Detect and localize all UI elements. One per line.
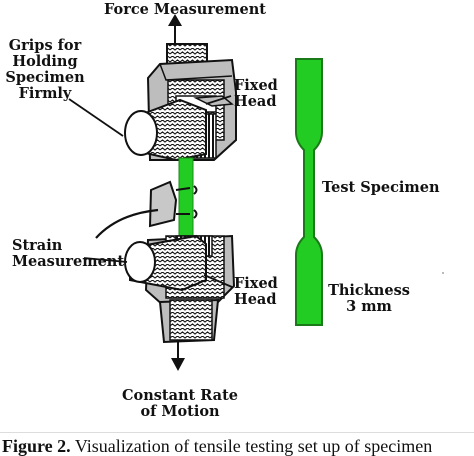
grips-line-3: Specimen bbox=[5, 69, 85, 86]
figure-caption: Figure 2. Visualization of tensile testi… bbox=[2, 436, 432, 456]
thickness-label: Thickness 3 mm bbox=[324, 283, 414, 315]
force-measurement-label: Force Measurement bbox=[104, 1, 266, 18]
fixed-head-bottom-line-1: Fixed bbox=[234, 275, 278, 292]
extensometer bbox=[95, 180, 198, 239]
grips-line-2: Holding bbox=[12, 53, 78, 70]
leader-lines bbox=[68, 95, 233, 288]
fixed-head-top-line-1: Fixed bbox=[234, 77, 278, 94]
fixed-head-bottom-label: Fixed Head bbox=[234, 276, 278, 308]
force-arrow-up bbox=[168, 14, 182, 46]
strain-measurement-label: Strain Measurement bbox=[12, 238, 124, 270]
thickness-line-2: 3 mm bbox=[346, 298, 392, 315]
grips-line-4: Firmly bbox=[18, 85, 72, 102]
figure-caption-text: Visualization of tensile testing set up … bbox=[74, 436, 433, 456]
bottom-shaft bbox=[158, 298, 220, 344]
grips-label: Grips for Holding Specimen Firmly bbox=[2, 38, 88, 102]
strain-line-1: Strain bbox=[12, 237, 63, 254]
lower-grip bbox=[124, 234, 236, 308]
test-specimen-dogbone bbox=[295, 58, 323, 326]
upper-grip bbox=[124, 58, 237, 162]
fixed-head-bottom-line-2: Head bbox=[234, 291, 277, 308]
fixed-head-top-line-2: Head bbox=[234, 93, 277, 110]
constant-rate-line-2: of Motion bbox=[140, 403, 220, 420]
figure-number: Figure 2. bbox=[2, 436, 71, 456]
caption-divider bbox=[0, 432, 474, 433]
grips-line-1: Grips for bbox=[8, 37, 82, 54]
constant-rate-label: Constant Rate of Motion bbox=[110, 388, 250, 420]
thickness-line-1: Thickness bbox=[328, 282, 410, 299]
constant-rate-line-1: Constant Rate bbox=[122, 387, 238, 404]
test-specimen-label: Test Specimen bbox=[322, 179, 440, 196]
strain-line-2: Measurement bbox=[12, 253, 125, 270]
motion-arrow-down bbox=[171, 342, 185, 371]
fixed-head-top-label: Fixed Head bbox=[234, 78, 278, 110]
